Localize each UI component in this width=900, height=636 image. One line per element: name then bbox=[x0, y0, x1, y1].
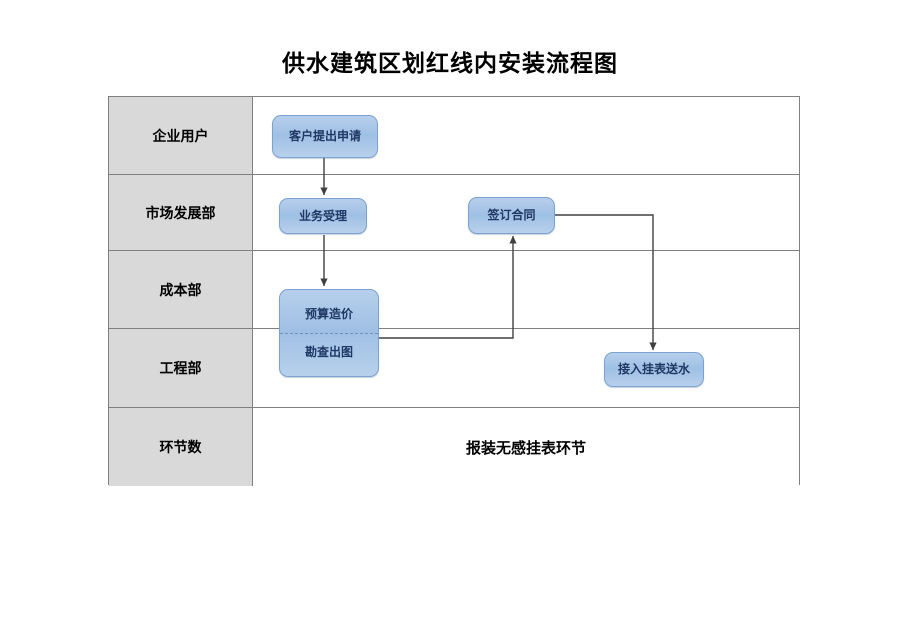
row-label-step-count: 环节数 bbox=[109, 408, 253, 486]
page-title: 供水建筑区划红线内安装流程图 bbox=[282, 51, 618, 76]
row-label-engineering-department: 工程部 bbox=[109, 329, 253, 407]
table-row: 环节数 报装无感挂表环节 bbox=[109, 408, 799, 486]
row-label-cost-department: 成本部 bbox=[109, 251, 253, 328]
node-connect-meter-water[interactable]: 接入挂表送水 bbox=[604, 352, 704, 387]
table-row: 企业用户 bbox=[109, 97, 799, 175]
process-table: 企业用户 市场发展部 成本部 工程部 环节数 报装无感挂表环节 bbox=[108, 96, 800, 486]
node-budget-and-survey[interactable]: 预算造价 勘查出图 bbox=[279, 289, 379, 377]
row-body-step-count bbox=[253, 408, 799, 486]
node-business-acceptance[interactable]: 业务受理 bbox=[279, 198, 367, 234]
table-row: 市场发展部 bbox=[109, 175, 799, 251]
row-label-market-development: 市场发展部 bbox=[109, 175, 253, 250]
node-sign-contract[interactable]: 签订合同 bbox=[468, 197, 555, 234]
row-label-enterprise-user: 企业用户 bbox=[109, 97, 253, 174]
node-survey-drawing[interactable]: 勘查出图 bbox=[304, 344, 353, 359]
step-count-summary: 报装无感挂表环节 bbox=[465, 440, 586, 457]
node-budget-estimate[interactable]: 预算造价 bbox=[280, 296, 378, 334]
node-customer-application[interactable]: 客户提出申请 bbox=[272, 115, 378, 158]
table-row: 成本部 bbox=[109, 251, 799, 329]
